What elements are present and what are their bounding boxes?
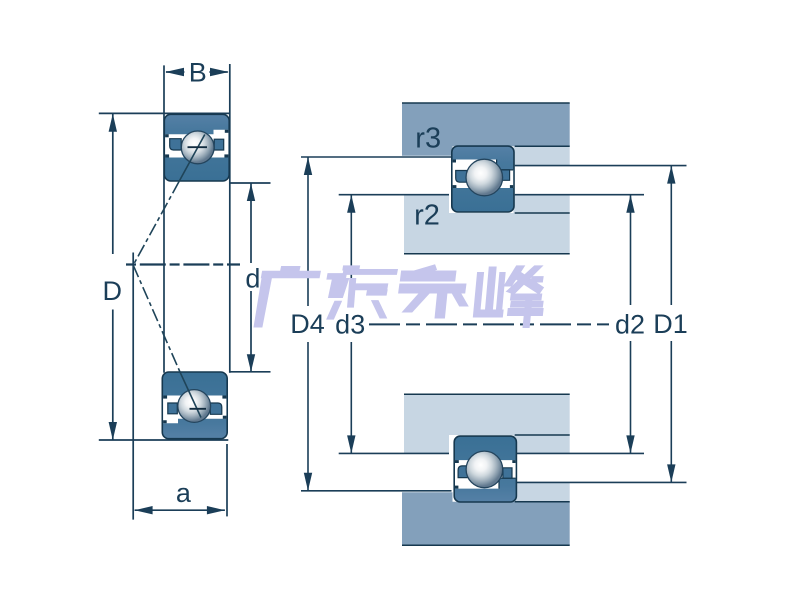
svg-text:D1: D1 bbox=[653, 309, 688, 339]
svg-text:D4: D4 bbox=[290, 309, 325, 339]
svg-text:r3: r3 bbox=[415, 123, 441, 155]
svg-text:r2: r2 bbox=[414, 200, 440, 232]
svg-text:d3: d3 bbox=[335, 310, 365, 340]
svg-text:d: d bbox=[245, 263, 260, 293]
svg-text:D: D bbox=[102, 276, 122, 306]
svg-text:a: a bbox=[176, 478, 192, 508]
svg-text:d2: d2 bbox=[615, 310, 645, 340]
svg-text:B: B bbox=[189, 58, 207, 88]
